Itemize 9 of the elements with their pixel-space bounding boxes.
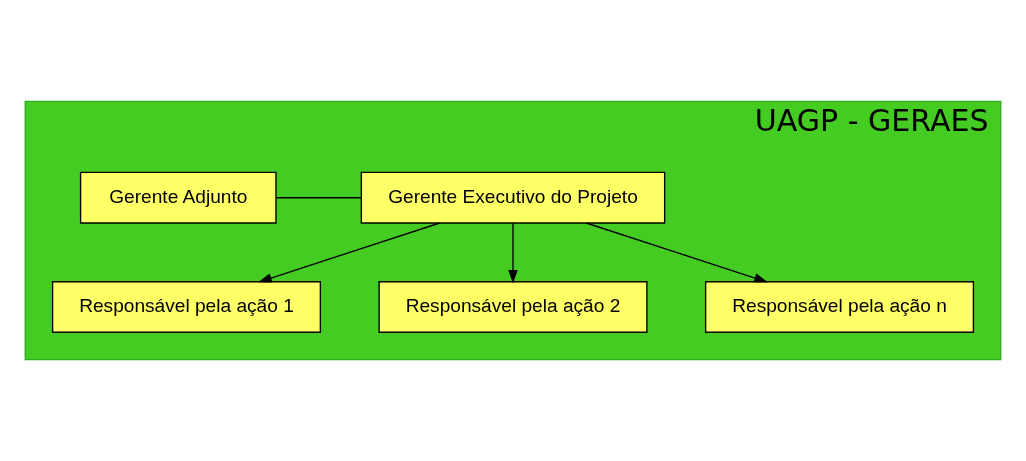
node-box: Gerente Adjunto (79, 171, 277, 224)
connector (275, 197, 362, 199)
arrow (585, 222, 768, 283)
arrow (508, 222, 518, 284)
node-box: Responsável pela ação n (704, 281, 975, 333)
arrow (258, 222, 441, 283)
node-box: Gerente Executivo do Projeto (360, 171, 666, 224)
node-box: Responsável pela ação 2 (378, 281, 648, 333)
node-box: Responsável pela ação 1 (51, 281, 322, 333)
